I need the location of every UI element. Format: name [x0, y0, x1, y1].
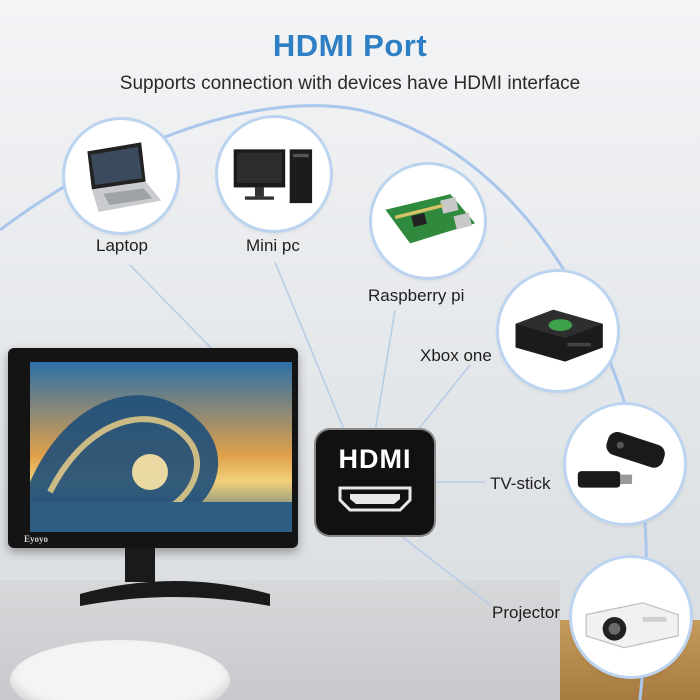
- hdmi-label: HDMI: [338, 444, 412, 474]
- xbox-icon: [499, 272, 617, 390]
- device-label-raspberry-pi: Raspberry pi: [368, 286, 465, 305]
- hdmi-port-icon: [338, 486, 412, 512]
- monitor-screen: [30, 362, 292, 532]
- laptop-icon: [65, 120, 177, 232]
- monitor: Eyoyo: [8, 348, 298, 548]
- tv-stick-icon: [566, 405, 684, 523]
- device-label-laptop: Laptop: [96, 236, 148, 255]
- monitor-brand-logo: Eyoyo: [24, 534, 49, 544]
- hdmi-callout: HDMI: [316, 430, 434, 535]
- chair-back: [10, 640, 230, 700]
- device-label-mini-pc: Mini pc: [246, 236, 300, 255]
- mini-pc-icon: [218, 118, 330, 230]
- raspberry-pi-icon: [372, 165, 484, 277]
- page-subtitle: Supports connection with devices have HD…: [119, 73, 581, 94]
- page-title: HDMI Port: [272, 28, 428, 63]
- device-label-projector: Projector: [492, 603, 561, 622]
- device-label-tv-stick: TV-stick: [490, 474, 551, 493]
- monitor-stand: [80, 548, 270, 606]
- device-label-xbox-one: Xbox one: [420, 346, 492, 365]
- projector-icon: [572, 558, 690, 676]
